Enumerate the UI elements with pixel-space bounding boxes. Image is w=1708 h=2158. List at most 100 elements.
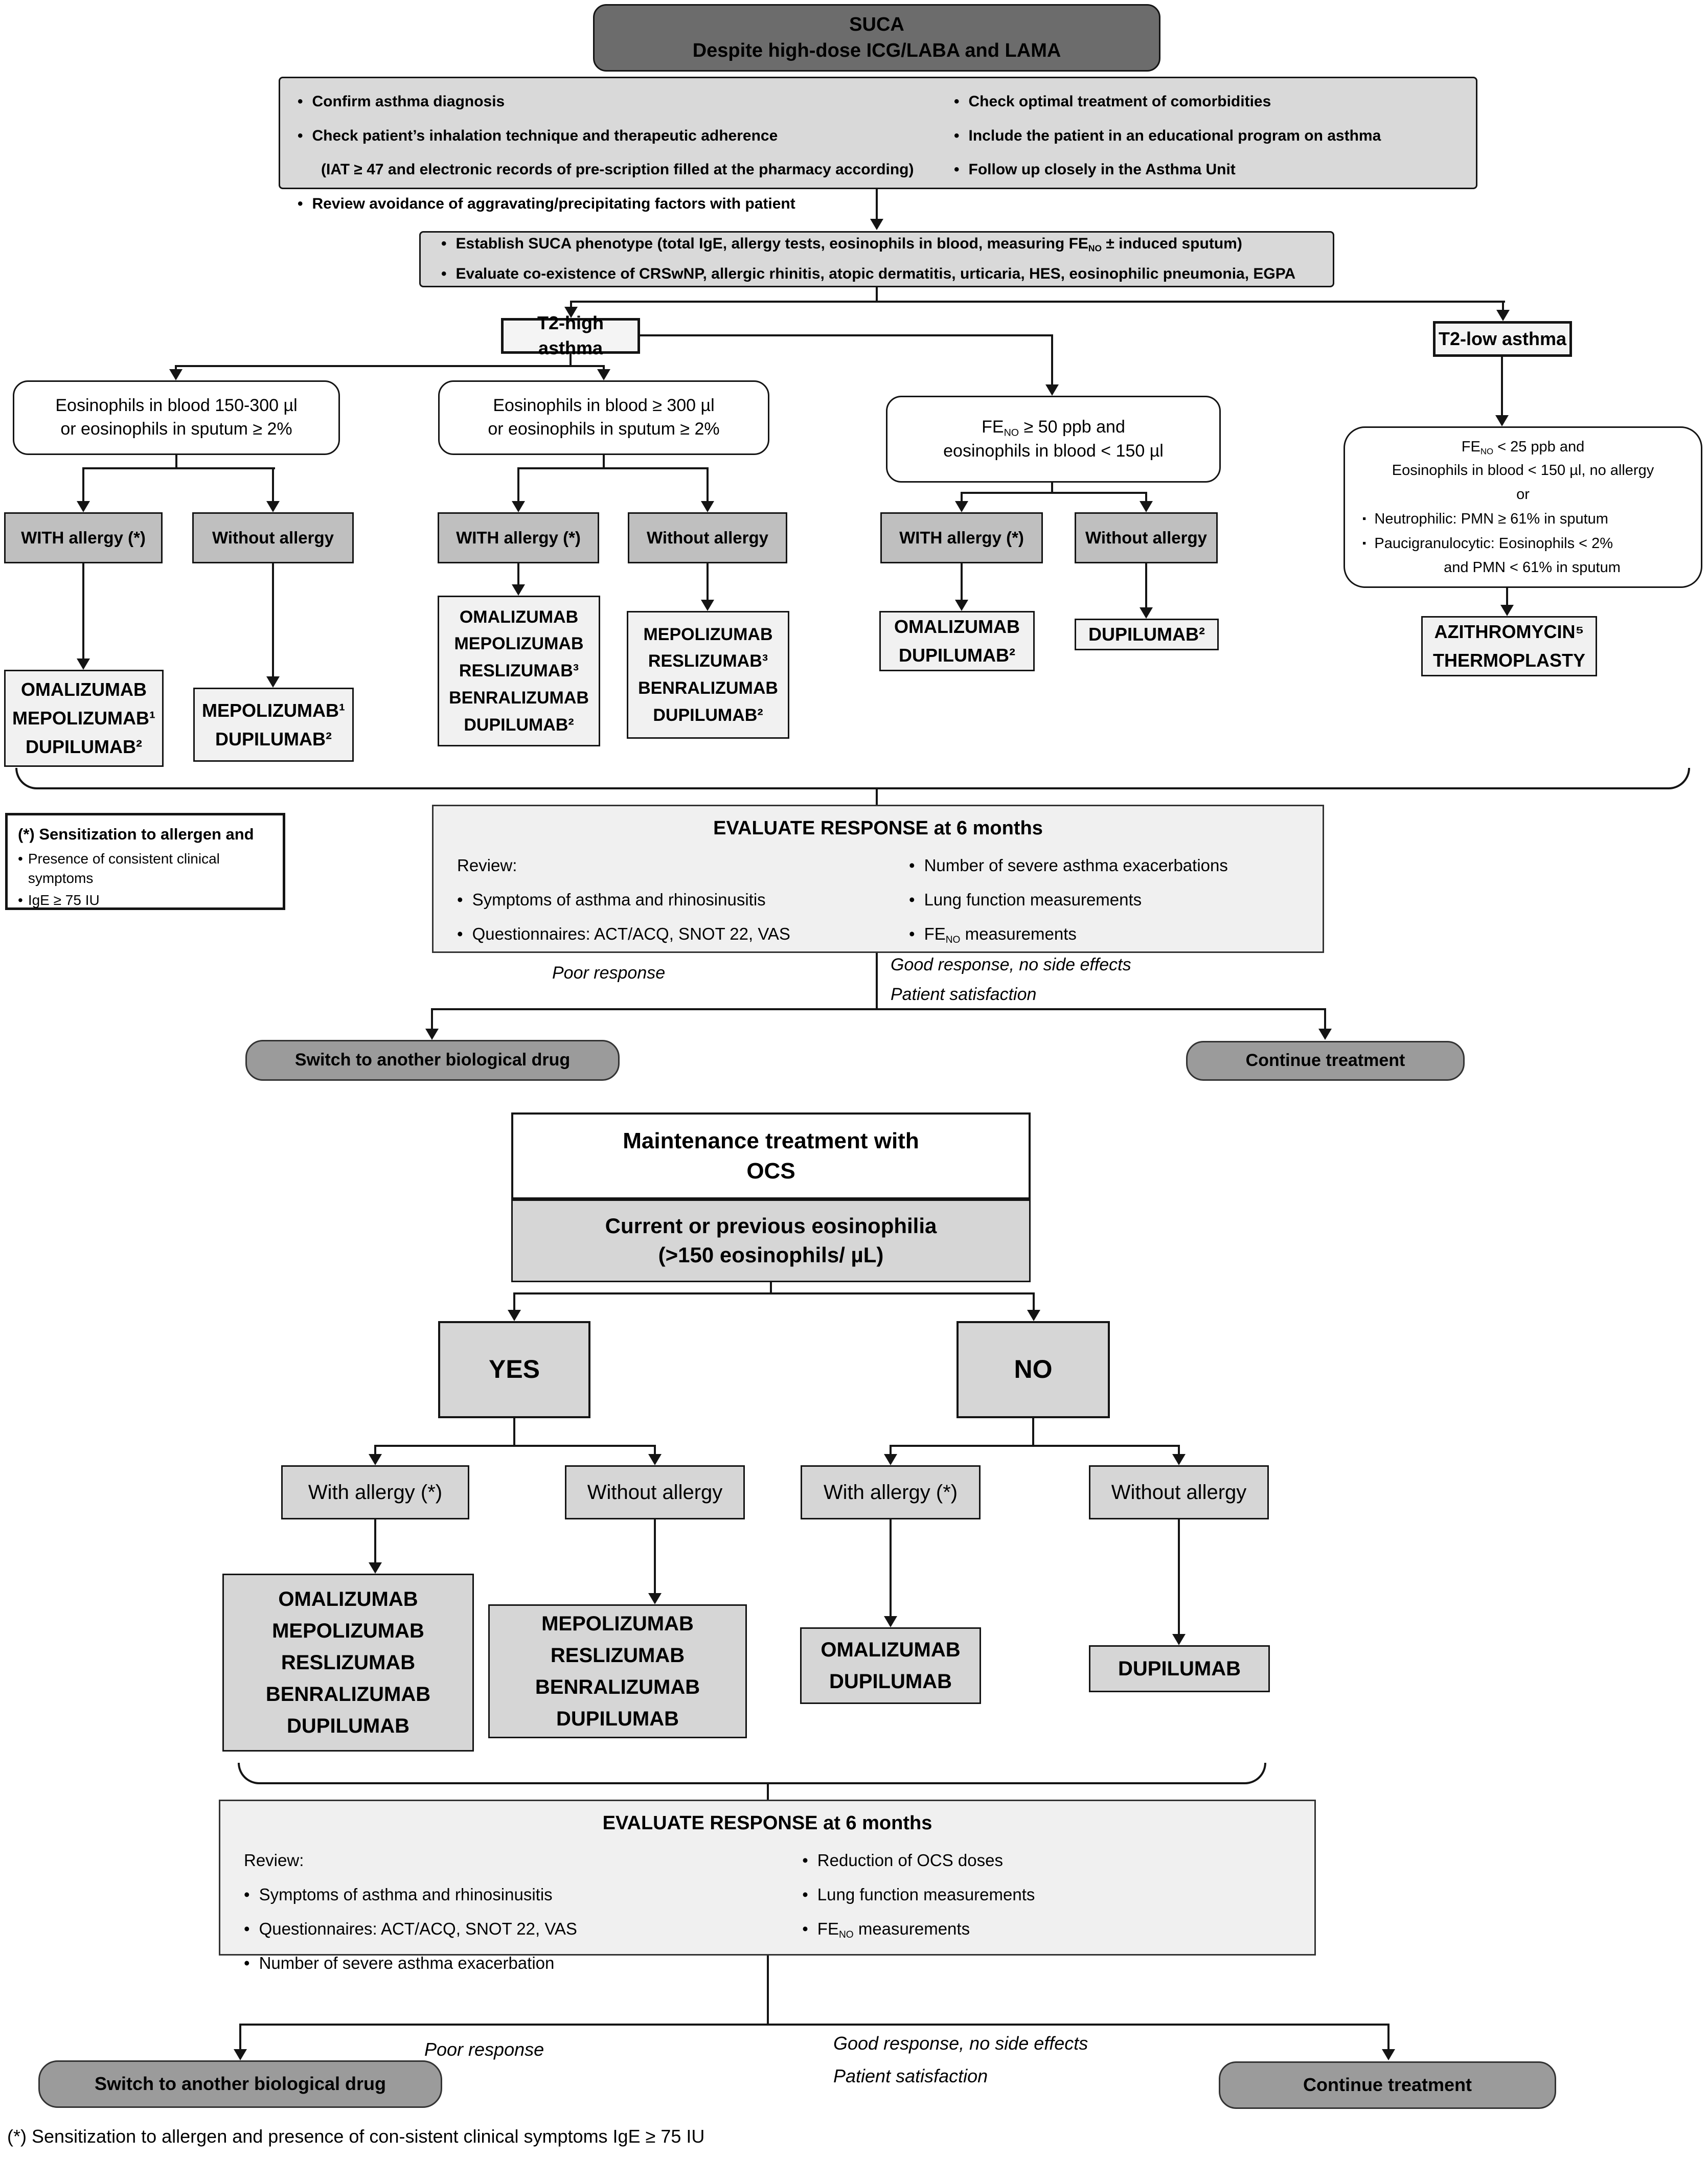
arrow-down-icon: [955, 501, 968, 512]
with-allergy-box-3: WITH allergy (*): [880, 512, 1043, 563]
arrow-down-icon: [169, 369, 183, 380]
without-allergy-box-1: Without allergy: [192, 512, 354, 563]
connector-line: [175, 455, 177, 468]
arrow-down-icon: [1140, 607, 1153, 619]
connector-line: [175, 365, 605, 367]
connector-line: [517, 467, 519, 502]
arrow-down-icon: [1382, 2049, 1395, 2060]
suca-subtitle: Despite high-dose ICG/LABA and LAMA: [692, 40, 1061, 61]
connector-line: [961, 563, 963, 600]
arrow-down-icon: [77, 501, 90, 512]
arrow-down-icon: [234, 2049, 247, 2060]
connector-line: [272, 467, 274, 502]
connector-line: [374, 1519, 376, 1563]
connector-line: [513, 1292, 515, 1310]
connector-line: [1033, 1292, 1035, 1310]
arrow-down-icon: [701, 600, 714, 611]
connector-line: [654, 1519, 656, 1594]
connector-line: [175, 365, 177, 370]
arrow-down-icon: [266, 501, 280, 512]
continue-treatment-box-2: Continue treatment: [1219, 2061, 1556, 2109]
evaluate-left-column: Review: Symptoms of asthma and rhinosinu…: [244, 1850, 771, 1987]
connector-line: [961, 492, 963, 502]
criteria-feno-50-box: FENO ≥ 50 ppb and eosinophils in blood <…: [886, 396, 1221, 483]
checklist-item: Confirm asthma diagnosis: [298, 92, 931, 112]
good-response-label: Good response, no side effects: [891, 955, 1131, 974]
arrow-down-icon: [77, 658, 90, 670]
evaluate-left-column: Review: Symptoms of asthma and rhinosinu…: [457, 855, 878, 959]
ocs-drug-box-4: DUPILUMAB: [1089, 1645, 1270, 1692]
connector-line: [570, 354, 572, 366]
connector-line: [876, 189, 878, 220]
arrow-down-icon: [884, 1454, 897, 1465]
checklist-right-column: Check optimal treatment of comorbidities…: [954, 92, 1455, 214]
with-allergy-box-no: With allergy (*): [801, 1465, 981, 1519]
connector-line: [82, 467, 84, 502]
connector-line: [374, 1445, 656, 1447]
connector-line: [707, 467, 709, 502]
arrow-down-icon: [425, 1029, 439, 1040]
arrow-down-icon: [701, 501, 714, 512]
connector-line: [1032, 1418, 1034, 1446]
phenotype-item: Establish SUCA phenotype (total IgE, all…: [441, 234, 1312, 255]
arrow-down-icon: [512, 584, 525, 596]
connector-line: [1145, 492, 1147, 502]
t2-low-criteria-item: Paucigranulocytic: Eosinophils < 2%: [1362, 532, 1683, 555]
evaluate-title: EVALUATE RESPONSE at 6 months: [713, 817, 1043, 839]
connector-line: [767, 1956, 769, 2025]
arrow-down-icon: [1172, 1454, 1186, 1465]
criteria-eos-150-300-box: Eosinophils in blood 150-300 µl or eosin…: [13, 380, 340, 455]
connector-line: [1506, 588, 1508, 605]
arrow-down-icon: [1140, 501, 1153, 512]
arrow-down-icon: [648, 1593, 662, 1604]
arrow-down-icon: [512, 501, 525, 512]
t2-low-box: T2-low asthma: [1433, 321, 1572, 357]
arrow-down-icon: [369, 1454, 382, 1465]
connector-line: [707, 563, 709, 600]
connector-line: [239, 2024, 241, 2049]
checklist-left-column: Confirm asthma diagnosis Check patient’s…: [298, 92, 931, 214]
connector-line: [767, 1784, 769, 1800]
connector-line: [770, 1282, 772, 1293]
suca-header-box: SUCA Despite high-dose ICG/LABA and LAMA: [593, 4, 1160, 72]
with-allergy-box-1: WITH allergy (*): [4, 512, 163, 563]
arrow-down-icon: [648, 1454, 662, 1465]
arrow-down-icon: [1027, 1310, 1040, 1321]
connector-line: [570, 301, 572, 308]
connector-line: [1501, 357, 1503, 415]
maintenance-ocs-box: Maintenance treatment with OCS: [511, 1112, 1031, 1199]
switch-biological-box-1: Switch to another biological drug: [245, 1040, 620, 1081]
arrow-down-icon: [870, 219, 883, 230]
drug-box-6: DUPILUMAB²: [1075, 619, 1219, 650]
patient-satisfaction-label: Patient satisfaction: [833, 2065, 988, 2086]
pretreatment-checklist-box: Confirm asthma diagnosis Check patient’s…: [279, 77, 1477, 212]
connector-line: [603, 365, 605, 370]
poor-response-label: Poor response: [552, 963, 666, 983]
connector-line: [239, 2024, 1390, 2026]
arrow-down-icon: [955, 600, 968, 611]
without-allergy-box-no: Without allergy: [1089, 1465, 1269, 1519]
arrow-down-icon: [266, 676, 280, 688]
arrow-down-icon: [884, 1616, 897, 1627]
connector-line: [603, 455, 605, 468]
without-allergy-box-yes: Without allergy: [565, 1465, 745, 1519]
connector-line: [517, 467, 709, 469]
arrow-down-icon: [564, 307, 578, 318]
criteria-eos-300-box: Eosinophils in blood ≥ 300 µl or eosinop…: [438, 380, 769, 455]
arrow-down-icon: [1495, 415, 1509, 426]
connector-line: [876, 789, 878, 805]
checklist-item: Review avoidance of aggravating/precipit…: [298, 194, 931, 215]
connector-line: [431, 1008, 1326, 1010]
continue-treatment-box-1: Continue treatment: [1186, 1041, 1465, 1081]
phenotype-box: Establish SUCA phenotype (total IgE, all…: [419, 231, 1334, 287]
checklist-item: Check patient’s inhalation technique and…: [298, 126, 931, 147]
connector-line: [1502, 301, 1504, 311]
arrow-down-icon: [1172, 1634, 1186, 1645]
without-allergy-box-2: Without allergy: [628, 512, 787, 563]
connector-line: [374, 1445, 376, 1454]
